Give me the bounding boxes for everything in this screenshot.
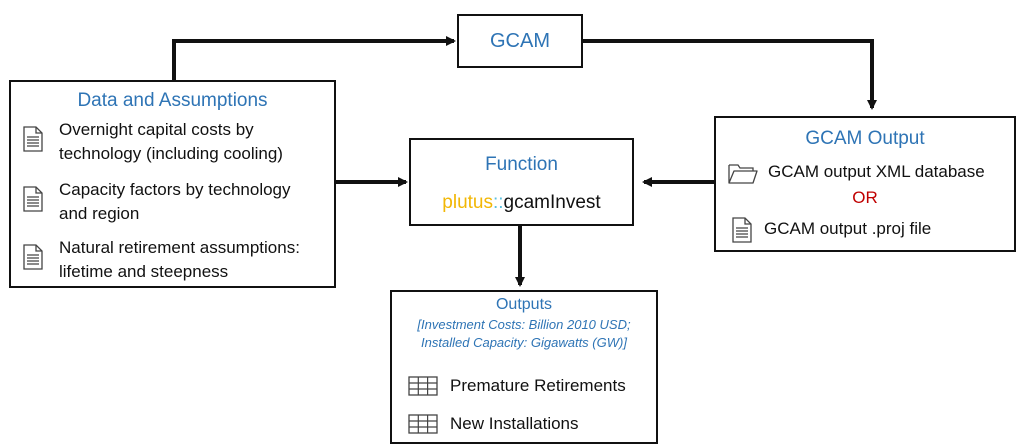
item-line: Overnight capital costs by <box>59 120 254 139</box>
list-item: Natural retirement assumptions: lifetime… <box>23 236 300 284</box>
xml-database-label: GCAM output XML database <box>768 162 985 181</box>
outputs-title: Outputs <box>495 296 553 313</box>
item-line: and region <box>59 204 140 223</box>
list-item: Overnight capital costs by technology (i… <box>23 118 283 166</box>
list-item: New Installations <box>408 412 579 436</box>
namespace-separator: :: <box>492 192 504 213</box>
or-label: OR <box>852 188 878 207</box>
folder-icon <box>728 162 758 184</box>
list-item: Capacity factors by technology and regio… <box>23 178 291 226</box>
data-assumptions-box: Data and Assumptions Overnight capital c… <box>9 80 336 288</box>
premature-retirements-label: Premature Retirements <box>450 376 626 395</box>
function-box: Function plutus::gcamInvest <box>409 138 634 226</box>
gcam-output-title: GCAM Output <box>805 128 925 149</box>
units-line: Installed Capacity: Gigawatts (GW)] <box>421 335 627 350</box>
function-title: Function <box>485 154 558 175</box>
table-icon <box>408 376 438 396</box>
proj-file-label: GCAM output .proj file <box>764 219 932 238</box>
document-icon <box>23 244 43 270</box>
data-assumptions-title: Data and Assumptions <box>77 90 268 111</box>
outputs-box: Outputs [Investment Costs: Billion 2010 … <box>390 290 658 444</box>
item-line: Capacity factors by technology <box>59 180 291 199</box>
units-note: [Investment Costs: Billion 2010 USD; Ins… <box>392 316 656 352</box>
table-icon <box>408 414 438 434</box>
document-icon <box>23 186 43 212</box>
arrow-gcam-to-output <box>583 39 877 110</box>
item-line: technology (including cooling) <box>59 144 283 163</box>
item-line: lifetime and steepness <box>59 262 229 281</box>
document-icon <box>23 126 43 152</box>
list-item: Premature Retirements <box>408 374 626 398</box>
gcam-label: GCAM <box>490 29 550 52</box>
arrow-data-to-gcam <box>172 36 456 80</box>
list-item: GCAM output .proj file <box>732 217 931 243</box>
units-line: [Investment Costs: Billion 2010 USD; <box>417 317 631 332</box>
list-item: GCAM output XML database <box>728 160 985 184</box>
gcam-box: GCAM <box>457 14 583 68</box>
new-installations-label: New Installations <box>450 414 579 433</box>
function-name: gcamInvest <box>503 192 601 213</box>
function-call: plutus::gcamInvest <box>411 192 632 214</box>
gcam-output-box: GCAM Output GCAM output XML database OR … <box>714 116 1016 252</box>
document-icon <box>732 217 752 243</box>
package-name: plutus <box>442 192 493 213</box>
item-line: Natural retirement assumptions: <box>59 238 300 257</box>
